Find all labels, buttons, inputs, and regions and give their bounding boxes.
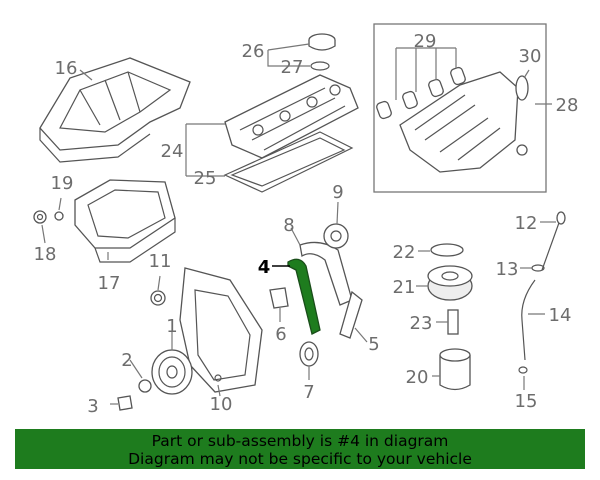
callout-9: 9 [332,182,343,203]
callout-18: 18 [34,244,57,265]
banner-line-1: Part or sub-assembly is #4 in diagram [151,432,449,450]
oil-cooler-seal[interactable] [430,243,464,257]
oil-filter-connector[interactable] [447,309,459,335]
callout-20: 20 [406,367,429,388]
callout-27: 27 [281,57,304,78]
oil-filler-cap[interactable] [308,33,336,51]
callout-19: 19 [51,173,74,194]
callout-3: 3 [87,396,98,417]
front-crank-seal[interactable] [150,290,166,306]
lower-oil-pan[interactable] [74,179,176,263]
timing-cover[interactable] [179,267,263,393]
callout-23: 23 [410,313,433,334]
crankshaft-pulley[interactable] [151,349,193,395]
callout-15: 15 [515,391,538,412]
pulley-bolt[interactable] [117,395,133,411]
callout-25: 25 [194,168,217,189]
callout-30: 30 [519,46,542,67]
notice-banner: Part or sub-assembly is #4 in diagram Di… [15,429,585,469]
callout-26: 26 [242,41,265,62]
valve-cover[interactable] [224,74,359,159]
oil-cooler[interactable] [427,265,473,301]
callout-22: 22 [393,242,416,263]
callout-12: 12 [515,213,538,234]
chain-tensioner-arm[interactable] [299,241,353,306]
callout-5: 5 [368,334,379,355]
upper-oil-pan[interactable] [39,57,191,163]
timing-chain-guide[interactable] [339,290,363,339]
callout-13: 13 [496,259,519,280]
drain-plug-gasket[interactable] [54,211,64,221]
banner-line-2: Diagram may not be specific to your vehi… [128,450,472,468]
intake-seal[interactable] [516,144,528,156]
callout-4: 4 [258,257,271,278]
callout-21: 21 [393,277,416,298]
callout-16: 16 [55,58,78,79]
valve-cover-gasket[interactable] [223,131,354,193]
throttle-body-gasket[interactable] [515,75,529,101]
callout-6: 6 [275,324,286,345]
dipstick-tube-o-ring[interactable] [518,366,528,374]
callout-17: 17 [98,273,121,294]
callout-7: 7 [303,382,314,403]
oil-filter[interactable] [439,348,471,391]
filler-cap-seal[interactable] [310,61,330,71]
intake-manifold[interactable] [399,71,519,173]
pulley-washer[interactable] [138,379,152,393]
leader-lines [41,43,556,405]
oil-dipstick[interactable] [541,211,566,271]
callout-10: 10 [210,394,233,415]
callout-1: 1 [166,316,177,337]
callout-28: 28 [556,95,579,116]
callout-24: 24 [161,141,184,162]
intake-manifold-gaskets[interactable] [376,66,467,120]
tensioner-bracket[interactable] [269,287,289,309]
callout-11: 11 [149,251,172,272]
crankshaft-sprocket[interactable] [299,341,319,367]
callout-8: 8 [283,215,294,236]
chain-tensioner[interactable] [323,223,349,249]
callout-14: 14 [549,305,572,326]
drain-plug[interactable] [33,210,47,224]
callout-2: 2 [121,350,132,371]
dipstick-tube[interactable] [521,279,536,361]
timing-chain-highlighted[interactable] [287,258,321,335]
callout-29: 29 [414,31,437,52]
intake-manifold-inset-box [373,23,547,193]
